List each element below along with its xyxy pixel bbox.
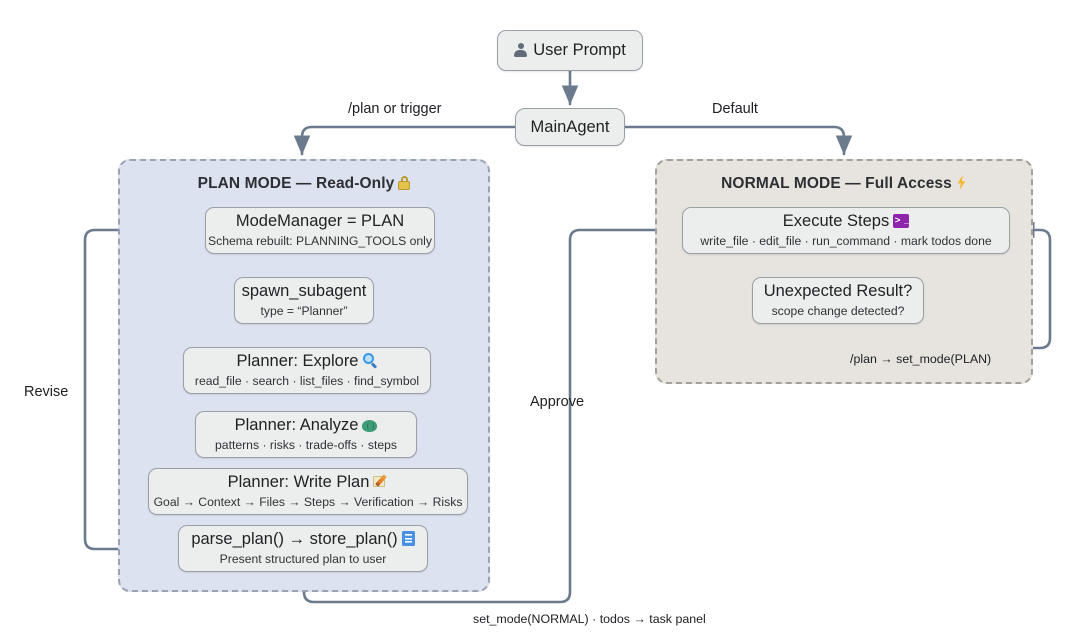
edge-mainagent-to-plan — [293, 125, 517, 156]
pencil-icon — [373, 474, 388, 489]
node-main-agent[interactable]: MainAgent — [515, 108, 625, 146]
panel-plan-mode-label: PLAN MODE — Read-Only — [197, 175, 395, 192]
node-unexpected-result[interactable]: Unexpected Result? scope change detected… — [752, 277, 924, 324]
node-execute-steps-subtitle: write_file · edit_file · run_command · m… — [700, 234, 992, 249]
node-planner-explore[interactable]: Planner: Explore read_file · search · li… — [183, 347, 431, 394]
document-icon — [401, 531, 415, 547]
node-mode-manager-subtitle: Schema rebuilt: PLANNING_TOOLS only — [208, 234, 432, 249]
node-planner-write-plan-title-row: Planner: Write Plan — [228, 473, 389, 492]
panel-normal-mode-label: NORMAL MODE — Full Access — [721, 175, 952, 192]
node-execute-steps-title: Execute Steps — [782, 212, 890, 231]
panel-normal-mode: NORMAL MODE — Full Access — [655, 159, 1033, 384]
terminal-icon — [893, 213, 910, 229]
node-user-prompt-label: User Prompt — [533, 41, 626, 60]
node-store-plan-title-row: parse_plan() → store_plan() — [191, 530, 415, 549]
node-store-plan-subtitle: Present structured plan to user — [219, 552, 387, 567]
node-user-prompt[interactable]: User Prompt — [497, 30, 643, 71]
node-spawn-subagent-title: spawn_subagent — [241, 282, 367, 301]
user-icon — [514, 43, 528, 58]
node-unexpected-result-subtitle: scope change detected? — [771, 304, 905, 319]
node-planner-explore-title-row: Planner: Explore — [237, 352, 378, 371]
node-planner-explore-subtitle: read_file · search · list_files · find_s… — [194, 374, 420, 389]
node-planner-explore-title: Planner: Explore — [236, 352, 359, 371]
edge-label-default: Default — [712, 101, 758, 117]
edge-label-plan-or-trigger: /plan or trigger — [348, 101, 442, 117]
node-mode-manager[interactable]: ModeManager = PLAN Schema rebuilt: PLANN… — [205, 207, 435, 254]
node-spawn-subagent[interactable]: spawn_subagent type = “Planner” — [234, 277, 374, 324]
node-execute-steps[interactable]: Execute Steps write_file · edit_file · r… — [682, 207, 1010, 254]
magnifier-icon — [362, 353, 378, 368]
panel-plan-mode-title: PLAN MODE — Read-Only — [120, 175, 488, 193]
node-planner-write-plan-subtitle: Goal → Context → Files → Steps → Verific… — [153, 495, 463, 510]
node-planner-analyze-title: Planner: Analyze — [234, 416, 359, 435]
lock-icon — [398, 176, 411, 190]
bolt-icon — [956, 175, 967, 190]
node-store-plan[interactable]: parse_plan() → store_plan() Present stru… — [178, 525, 428, 572]
node-planner-analyze-title-row: Planner: Analyze — [235, 416, 378, 435]
edge-label-plan-set-mode-plan: /plan → set_mode(PLAN) — [850, 352, 992, 366]
edge-label-approve: Approve — [530, 394, 585, 410]
brain-icon — [362, 419, 378, 433]
node-planner-write-plan[interactable]: Planner: Write Plan Goal → Context → Fil… — [148, 468, 468, 515]
panel-normal-mode-title: NORMAL MODE — Full Access — [657, 175, 1031, 193]
node-planner-analyze-subtitle: patterns · risks · trade-offs · steps — [215, 438, 397, 453]
edge-label-set-mode-normal: set_mode(NORMAL) · todos → task panel — [473, 612, 706, 626]
node-user-prompt-text: User Prompt — [514, 41, 626, 60]
node-planner-analyze[interactable]: Planner: Analyze patterns · risks · trad… — [195, 411, 417, 458]
edge-label-revise: Revise — [24, 384, 69, 400]
node-main-agent-label: MainAgent — [530, 117, 610, 136]
node-spawn-subagent-subtitle: type = “Planner” — [260, 304, 348, 319]
node-store-plan-title: parse_plan() → store_plan() — [191, 530, 398, 549]
node-mode-manager-title: ModeManager = PLAN — [235, 212, 405, 231]
edge-mainagent-to-normal — [623, 125, 853, 156]
node-unexpected-result-title: Unexpected Result? — [763, 282, 913, 301]
node-execute-steps-title-row: Execute Steps — [782, 212, 910, 231]
node-planner-write-plan-title: Planner: Write Plan — [227, 473, 370, 492]
